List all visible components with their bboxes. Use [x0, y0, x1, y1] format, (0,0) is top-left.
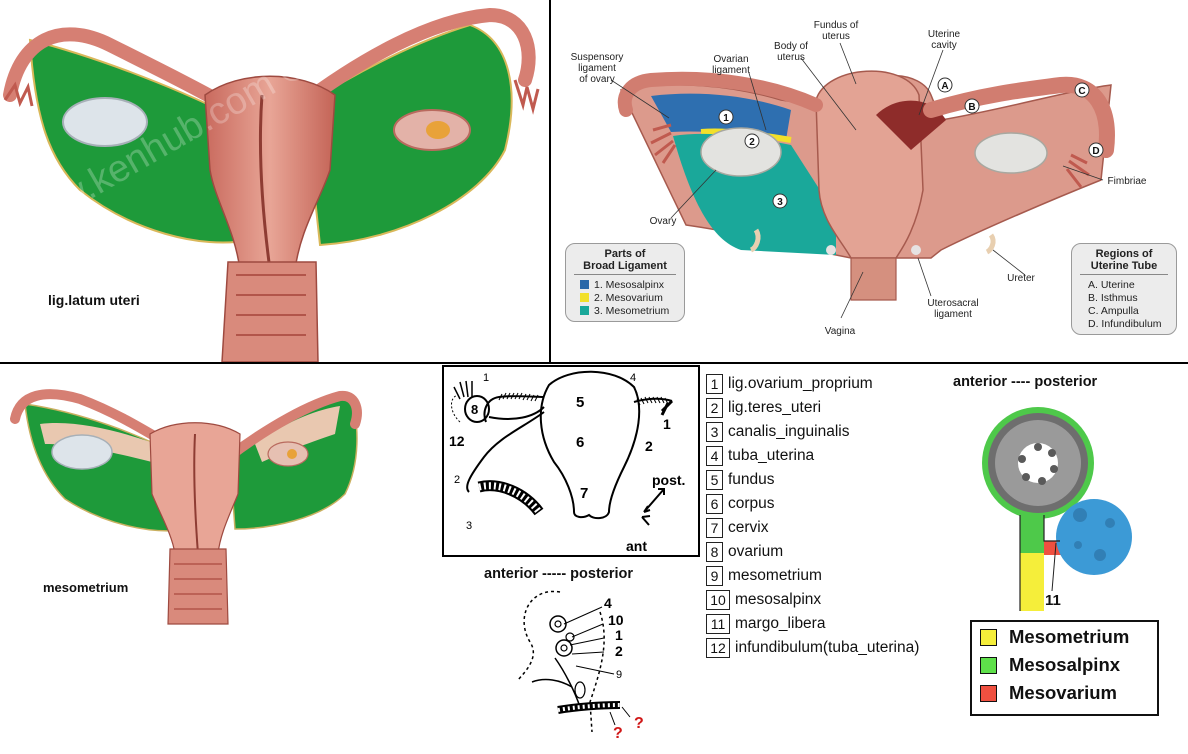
panel-mesentery-schematic: 11	[960, 395, 1160, 620]
tube-legend-item: A. Uterine	[1088, 278, 1135, 291]
right-diagram-title: anterior ---- posterior	[953, 374, 1098, 390]
label-ovary: Ovary	[650, 216, 677, 227]
label-uterosacral-2: ligament	[934, 309, 972, 320]
schematic-num-4: 4	[630, 372, 636, 384]
color-key: Mesometrium Mesosalpinx Mesovarium	[970, 620, 1159, 716]
broad-legend-item: 2. Mesovarium	[580, 291, 684, 304]
section-num-1: 1	[615, 627, 623, 643]
label-vagina: Vagina	[825, 326, 856, 337]
schematic-num-5: 5	[576, 394, 584, 411]
marker-c: C	[1078, 86, 1085, 97]
section-num-4: 4	[604, 595, 612, 611]
panel-uterus-schematic: 1 4 1 2 5 6 7 8 12 2 3 post. ant	[442, 365, 700, 557]
tube-legend-item: B. Isthmus	[1088, 291, 1138, 304]
schematic-num-3: 3	[466, 520, 472, 532]
schematic-num-2a: 2	[454, 474, 460, 486]
label-fimbriae: Fimbriae	[1108, 176, 1147, 187]
label-suspensory-2: ligament	[578, 63, 616, 74]
cross-section-title: anterior ----- posterior	[484, 566, 634, 582]
uterine-tube-legend: Regions of Uterine Tube A. Uterine B. Is…	[1071, 243, 1177, 335]
question-mark-1: ?	[613, 725, 623, 742]
panel-cross-section: anterior ----- posterior 4 10 1 2 9 ? ?	[470, 562, 690, 752]
key-item: Mesovarium	[980, 679, 1157, 707]
marker-d: D	[1092, 146, 1099, 157]
tube-legend-title-1: Regions of	[1095, 248, 1153, 260]
label-suspensory-3: of ovary	[579, 74, 615, 85]
broad-ligament-illustration: www.kenhub.com ©	[3, 7, 540, 362]
key-item: Mesosalpinx	[980, 651, 1157, 679]
right-num-11: 11	[1045, 592, 1061, 609]
label-body-2: uterus	[777, 52, 805, 63]
section-num-10: 10	[608, 612, 624, 628]
panel-label-lig-latum: lig.latum uteri	[48, 292, 140, 308]
broad-legend-item: 1. Mesosalpinx	[580, 278, 684, 291]
label-cavity-2: cavity	[931, 40, 957, 51]
schematic-num-1a: 1	[483, 372, 489, 384]
marker-3: 3	[777, 197, 783, 208]
schematic-post-label: post.	[652, 472, 685, 488]
schematic-num-1b: 1	[663, 416, 671, 432]
label-suspensory-1: Suspensory	[571, 52, 624, 63]
schematic-num-12: 12	[449, 433, 465, 449]
uterus-schematic: 1 4 1 2 5 6 7 8 12 2 3 post. ant	[449, 370, 685, 554]
label-cavity-1: Uterine	[928, 29, 961, 40]
panel-mesometrium-illustration: mesometrium	[0, 364, 440, 754]
mesentery-schematic: 11	[982, 407, 1132, 611]
mesometrium-illustration	[10, 389, 362, 625]
section-num-2: 2	[615, 643, 623, 659]
label-fundus-2: uterus	[822, 31, 850, 42]
key-item: Mesometrium	[980, 623, 1157, 651]
schematic-num-6: 6	[576, 434, 584, 451]
schematic-num-2b: 2	[645, 438, 653, 454]
question-mark-2: ?	[634, 715, 644, 732]
label-ovarian-2: ligament	[712, 65, 750, 76]
broad-ligament-legend: Parts of Broad Ligament 1. Mesosalpinx 2…	[565, 243, 685, 322]
schematic-num-8: 8	[471, 402, 478, 417]
section-num-9: 9	[616, 669, 622, 681]
broad-legend-title-1: Parts of	[604, 248, 646, 260]
marker-b: B	[968, 102, 975, 113]
label-ovarian-1: Ovarian	[713, 54, 748, 65]
marker-1: 1	[723, 113, 729, 124]
tube-legend-title-2: Uterine Tube	[1090, 260, 1158, 272]
broad-legend-title-2: Broad Ligament	[583, 260, 667, 272]
label-fundus-1: Fundus of	[814, 20, 859, 31]
tube-legend-item: C. Ampulla	[1088, 304, 1139, 317]
divider-horizontal	[0, 362, 1188, 364]
divider-vertical	[549, 0, 551, 363]
panel-label-mesometrium: mesometrium	[43, 580, 129, 595]
label-body-1: Body of	[774, 41, 808, 52]
marker-2: 2	[749, 137, 755, 148]
broad-ligament-parts-diagram: 1 2 3 A B C D Suspensory ligament of ova…	[571, 20, 1147, 337]
schematic-ant-label: ant	[626, 538, 647, 554]
cross-section-sketch: 4 10 1 2 9 ? ?	[517, 590, 644, 742]
schematic-num-7: 7	[580, 485, 588, 502]
tube-legend-item: D. Infundibulum	[1088, 317, 1162, 330]
panel-broad-ligament-parts: 1 2 3 A B C D Suspensory ligament of ova…	[551, 0, 1188, 362]
label-ureter: Ureter	[1007, 273, 1035, 284]
label-uterosacral-1: Uterosacral	[927, 298, 978, 309]
panel-broad-ligament-illustration: www.kenhub.com © lig.latum uteri	[0, 0, 549, 362]
broad-legend-item: 3. Mesometrium	[580, 304, 684, 317]
marker-a: A	[941, 81, 948, 92]
